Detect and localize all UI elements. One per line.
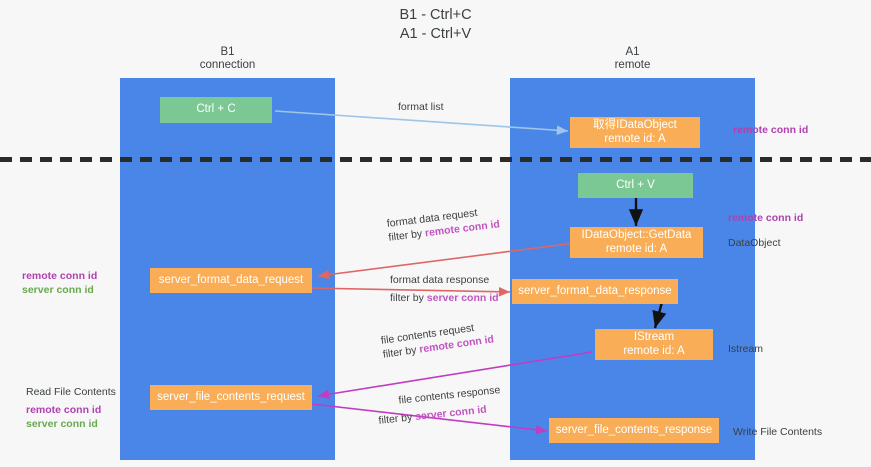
edge-label-format-data-response-prefix: filter by xyxy=(390,292,427,304)
node-server-file-contents-request[interactable]: server_file_contents_request xyxy=(150,385,312,410)
annotation-dataobject: DataObject xyxy=(728,237,781,249)
edge-label-format-data-response-line1: format data response xyxy=(390,274,490,286)
node-server-file-contents-response-label: server_file_contents_response xyxy=(555,423,713,436)
edge-label-format-data-response: format data response filter by server co… xyxy=(390,273,499,305)
edge-label-format-data-request-prefix: filter by xyxy=(387,227,426,244)
node-server-format-data-response-label: server_format_data_response xyxy=(518,284,672,297)
diagram-title: B1 - Ctrl+C A1 - Ctrl+V xyxy=(0,6,871,44)
node-ctrl-v-label: Ctrl + V xyxy=(616,178,655,191)
node-ctrl-v[interactable]: Ctrl + V xyxy=(578,173,693,198)
node-idataobject-getdata[interactable]: IDataObject::GetData remote id: A xyxy=(570,227,703,258)
annotation-read-file-contents: Read File Contents xyxy=(26,386,116,398)
dashed-divider xyxy=(0,157,871,162)
edge-label-file-contents-response-highlight: server conn id xyxy=(414,403,488,423)
column-header-a1: A1 remote xyxy=(545,46,720,72)
column-header-a1-name: A1 xyxy=(625,46,640,58)
edge-label-format-data-request: format data request filter by remote con… xyxy=(386,203,501,244)
edge-label-file-contents-request-prefix: filter by xyxy=(382,343,421,361)
node-server-format-data-request[interactable]: server_format_data_request xyxy=(150,268,312,293)
edge-label-format-list-text: format list xyxy=(398,101,444,113)
edge-label-file-contents-request: file contents request filter by remote c… xyxy=(380,318,495,361)
title-line-2: A1 - Ctrl+V xyxy=(399,26,472,42)
edge-label-file-contents-response-line2: filter by server conn id xyxy=(378,401,503,428)
node-server-file-contents-request-label: server_file_contents_request xyxy=(157,390,305,403)
edge-label-file-contents-response: file contents response filter by server … xyxy=(376,383,503,428)
node-istream[interactable]: IStream remote id: A xyxy=(595,329,713,360)
annotation-write-file-contents: Write File Contents xyxy=(733,426,823,438)
edge-label-format-data-response-line2: filter by server conn id xyxy=(390,291,499,305)
annotation-left-server-conn-id-2: server conn id xyxy=(26,418,98,430)
node-idataobject-getdata-sub: remote id: A xyxy=(605,242,668,255)
column-header-b1: B1 connection xyxy=(140,46,315,72)
node-get-idataobject-label: 取得IDataObject xyxy=(593,119,677,131)
node-ctrl-c[interactable]: Ctrl + C xyxy=(160,97,272,123)
node-get-idataobject-sub: remote id: A xyxy=(604,132,666,145)
node-ctrl-c-label: Ctrl + C xyxy=(196,103,236,116)
edge-label-file-contents-response-prefix: filter by xyxy=(377,411,416,427)
edge-label-format-data-response-highlight: server conn id xyxy=(426,292,499,304)
annotation-remote-conn-id-top: remote conn id xyxy=(733,124,809,136)
annotation-left-remote-conn-id-2: remote conn id xyxy=(26,404,102,416)
node-istream-label: IStream xyxy=(633,331,675,343)
node-server-format-data-request-label: server_format_data_request xyxy=(158,273,304,286)
column-header-b1-name: B1 xyxy=(220,46,235,58)
annotation-left-remote-conn-id: remote conn id xyxy=(22,270,98,282)
annotation-istream: Istream xyxy=(728,343,764,355)
node-get-idataobject[interactable]: 取得IDataObject remote id: A xyxy=(570,117,700,148)
node-istream-sub: remote id: A xyxy=(623,344,685,357)
node-server-file-contents-response[interactable]: server_file_contents_response xyxy=(549,418,719,443)
column-header-a1-role: remote xyxy=(614,59,651,71)
node-server-format-data-response[interactable]: server_format_data_response xyxy=(512,279,678,304)
annotation-remote-conn-id-mid: remote conn id xyxy=(728,212,804,224)
edge-label-format-list: format list xyxy=(398,100,444,114)
title-line-1: B1 - Ctrl+C xyxy=(399,7,472,23)
annotation-left-server-conn-id: server conn id xyxy=(22,284,94,296)
node-idataobject-getdata-label: IDataObject::GetData xyxy=(581,229,692,241)
column-header-b1-role: connection xyxy=(199,59,256,71)
